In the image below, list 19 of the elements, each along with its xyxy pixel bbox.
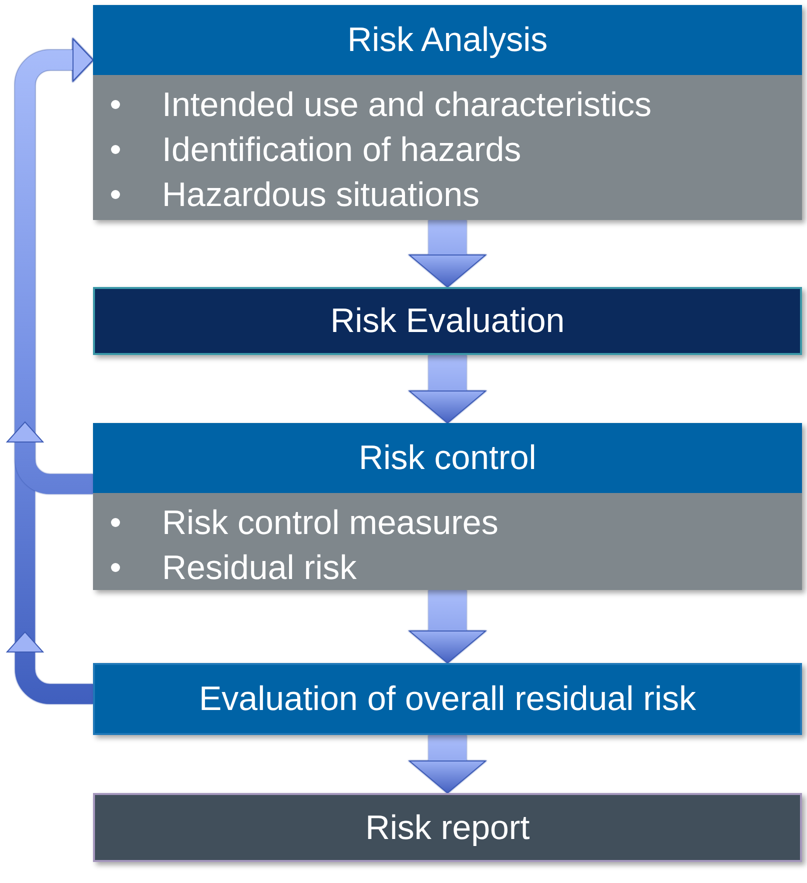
bullet-text: Intended use and characteristics bbox=[162, 84, 652, 124]
block-arrow bbox=[409, 735, 486, 794]
block-arrow bbox=[409, 220, 486, 288]
bullet-text: Risk control measures bbox=[162, 502, 498, 542]
block-arrow bbox=[409, 590, 486, 664]
box-title: Risk Evaluation bbox=[330, 301, 565, 341]
process-box bbox=[93, 423, 802, 590]
box-title: Evaluation of overall residual risk bbox=[198, 679, 696, 719]
process-box bbox=[93, 287, 802, 355]
bullet-text: Hazardous situations bbox=[162, 174, 480, 214]
process-box bbox=[93, 5, 802, 220]
bullet-text: Identification of hazards bbox=[162, 130, 522, 170]
box-title: Risk Analysis bbox=[347, 20, 548, 60]
box-title: Risk report bbox=[365, 808, 530, 848]
process-box bbox=[93, 663, 802, 735]
block-arrow bbox=[409, 355, 486, 424]
bullet-text: Residual risk bbox=[162, 548, 357, 588]
process-box bbox=[93, 793, 802, 862]
box-title: Risk control bbox=[358, 438, 536, 478]
